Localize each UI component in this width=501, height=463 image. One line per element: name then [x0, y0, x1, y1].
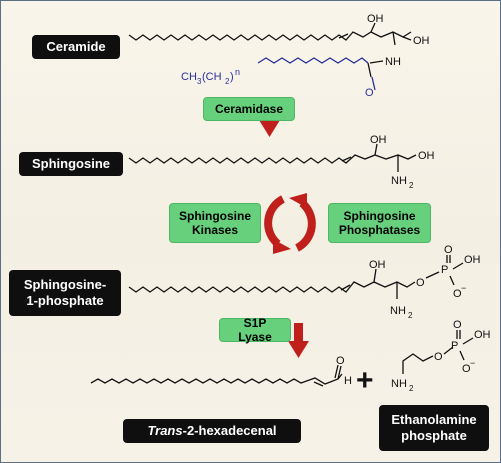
kinases-text-line1: Sphingosine — [179, 208, 251, 223]
acyl-ch3-label: CH — [181, 71, 197, 83]
s1p-p-label: P — [441, 264, 448, 276]
s1p-oh-label: OH — [369, 259, 386, 271]
ethanolamine-o-minus-label: O — [462, 363, 471, 375]
s1p-o-top-label: O — [444, 244, 453, 256]
sphingosine-oh-label: OH — [370, 134, 387, 146]
ceramidase-enzyme: Ceramidase — [203, 97, 295, 121]
ceramide-structure — [128, 22, 412, 91]
plus-sign: + — [356, 364, 374, 397]
ethanolamine-p-label: P — [451, 340, 458, 352]
hexadecenal-text-rest: -2-hexadecenal — [182, 423, 277, 439]
ethanolamine-label: Ethanolamine phosphate — [379, 405, 489, 451]
s1p-lyase-enzyme: S1P Lyase — [219, 315, 291, 344]
phosphatases-text-line1: Sphingosine — [343, 208, 416, 223]
s1p-oh-p-label: OH — [464, 254, 481, 266]
ethanolamine-oh-label: OH — [474, 329, 491, 341]
cycle-arrows — [264, 193, 316, 254]
cycle-arrow-right — [294, 199, 316, 252]
kinases-enzyme: Sphingosine Kinases — [169, 203, 261, 243]
cycle-arrow-left — [264, 195, 286, 248]
s1p-nh2-label: NH — [390, 305, 406, 317]
acyl-paren-open: (CH — [202, 71, 222, 83]
acyl-sub2: 2 — [225, 77, 230, 86]
hexadecenal-label: Trans-2-hexadecenal — [123, 419, 301, 443]
s1p-lyase-arrow — [288, 323, 309, 358]
ethanolamine-structure — [402, 330, 474, 374]
ethanolamine-o-label: O — [434, 351, 443, 363]
s1p-minus: − — [461, 283, 466, 293]
kinases-text-line2: Kinases — [191, 223, 239, 237]
ceramide-nh-label: NH — [385, 56, 401, 68]
hexadecenal-h-label: H — [344, 375, 352, 387]
sphingosine-label: Sphingosine — [19, 152, 123, 176]
ceramidase-text: Ceramidase — [214, 101, 284, 116]
hexadecenal-o-label: O — [336, 355, 345, 367]
s1p-lyase-text: S1P Lyase — [238, 315, 272, 344]
phosphatases-enzyme: Sphingosine Phosphatases — [328, 203, 431, 243]
ceramide-o-label: O — [365, 87, 374, 99]
s1p-text-line2: 1-phosphate — [26, 293, 104, 308]
ceramide-label: Ceramide — [32, 35, 120, 59]
ethanolamine-o-top-label: O — [453, 319, 462, 331]
acyl-paren-close: ) — [230, 71, 234, 83]
ceramide-text: Ceramide — [46, 39, 106, 55]
ethanolamine-nh2-sub: 2 — [409, 384, 414, 393]
sphingosine-text: Sphingosine — [32, 156, 110, 172]
ethanolamine-minus: − — [470, 358, 475, 368]
s1p-o-minus-label: O — [453, 288, 462, 300]
sphingosine-structure — [128, 143, 417, 172]
ceramide-oh-label: OH — [367, 13, 384, 25]
ethanolamine-nh2-label: NH — [391, 378, 407, 390]
acyl-sub3: 3 — [197, 77, 202, 86]
s1p-label: Sphingosine- 1-phosphate — [9, 270, 121, 316]
s1p-nh2-sub: 2 — [408, 311, 413, 320]
sphingosine-nh2-label: NH — [391, 175, 407, 187]
acyl-n: n — [235, 67, 240, 77]
ceramide-oh2-label: OH — [413, 35, 430, 47]
ceramide-chain — [128, 31, 412, 41]
hexadecenal-text-italic: Trans — [147, 423, 183, 439]
phosphatases-text-line2: Phosphatases — [338, 223, 421, 237]
ethanolamine-text-line2: phosphate — [401, 428, 467, 443]
s1p-text-line1: Sphingosine- — [23, 277, 107, 293]
hexadecenal-structure — [90, 364, 343, 387]
s1p-o-label: O — [416, 277, 425, 289]
sphingosine-nh2-sub: 2 — [409, 181, 414, 190]
ethanolamine-text-line1: Ethanolamine — [391, 412, 477, 428]
s1p-structure — [128, 255, 464, 299]
sphingosine-oh2-label: OH — [418, 150, 435, 162]
